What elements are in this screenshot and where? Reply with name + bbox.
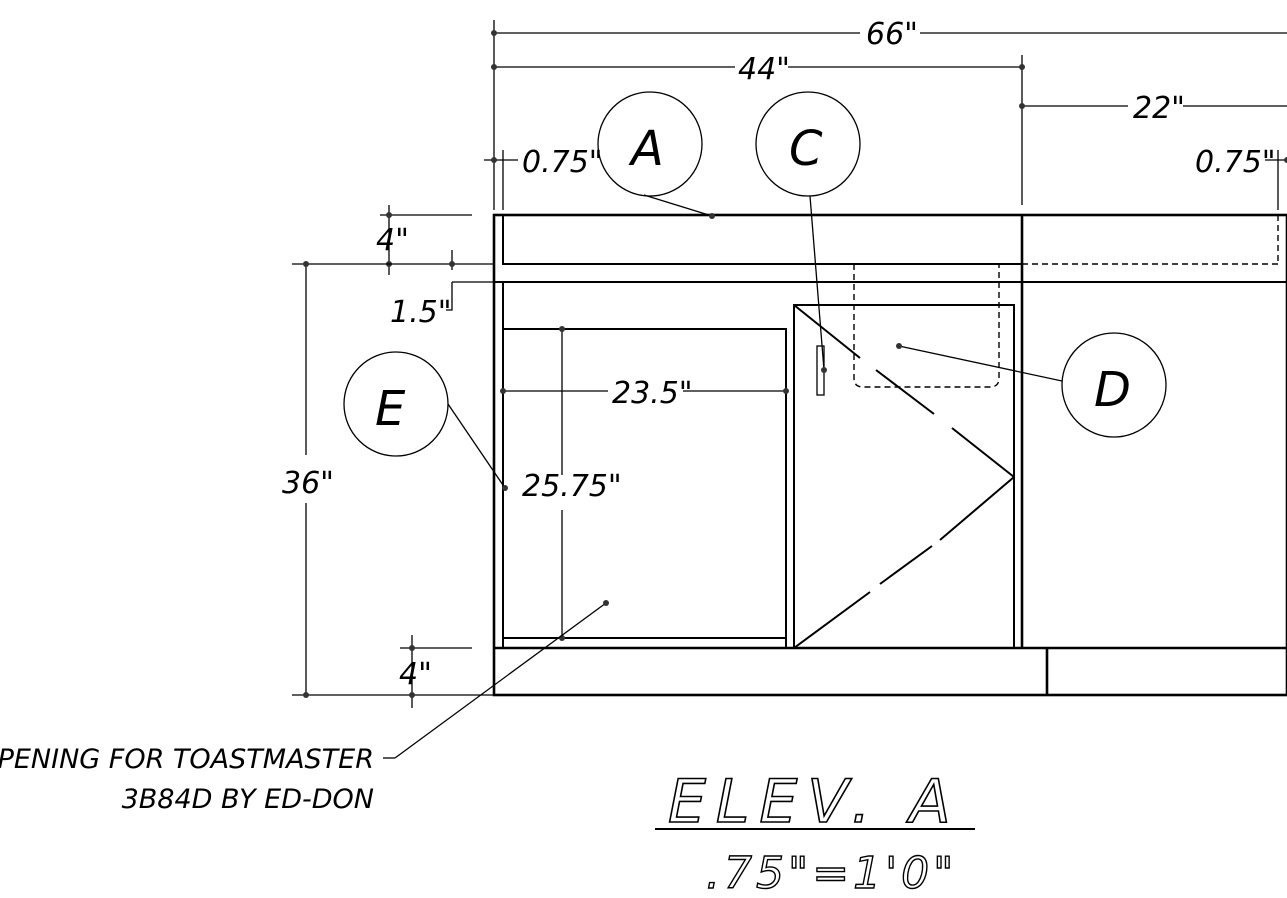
dim-label-4-bottom: 4"	[399, 657, 432, 692]
callout-e: E	[343, 351, 508, 491]
dim-label-235: 23.5"	[612, 376, 693, 411]
dim-lip: 1.5"	[292, 250, 494, 330]
dim-label-2575: 25.75"	[522, 469, 622, 504]
callout-d: D	[896, 332, 1167, 438]
dim-right-section: 22"	[1019, 91, 1287, 126]
callout-a: A	[597, 91, 715, 219]
dim-left-panel: 0.75"	[484, 145, 603, 210]
callout-c: C	[755, 91, 861, 373]
sink-bowl-hidden	[853, 264, 1000, 388]
callout-d-label: D	[1094, 362, 1131, 418]
dim-top-rail: 4"	[376, 205, 472, 275]
dim-label-left-075: 0.75"	[522, 145, 603, 180]
dim-label-66: 66"	[866, 17, 918, 52]
dim-toe-kick: 4"	[399, 635, 472, 708]
dim-left-section: 44"	[491, 52, 1025, 205]
opening-note-line1: OPENING FOR TOASTMASTER	[0, 744, 374, 775]
toaster-opening: 23.5" 25.75"	[500, 326, 789, 649]
elevation-scale: .75"=1'0"	[706, 848, 957, 898]
dim-overall-width: 66"	[491, 17, 1287, 210]
dim-right-panel: 0.75"	[1195, 145, 1287, 210]
dim-total-height: 36"	[282, 261, 494, 698]
dim-label-36: 36"	[282, 466, 334, 501]
dim-label-15: 1.5"	[390, 295, 452, 330]
callout-e-label: E	[375, 381, 406, 437]
dim-label-4-top: 4"	[376, 223, 409, 258]
cabinet-door	[793, 304, 1015, 649]
cabinet-outline	[492, 213, 1287, 697]
dim-label-44: 44"	[738, 52, 790, 87]
elevation-title: ELEV. A	[668, 767, 961, 837]
title-block: ELEV. A .75"=1'0"	[655, 766, 975, 898]
dim-label-22: 22"	[1133, 91, 1185, 126]
callout-c-label: C	[789, 121, 823, 177]
dim-label-right-075: 0.75"	[1195, 145, 1276, 180]
opening-note: OPENING FOR TOASTMASTER 3B84D BY ED-DON	[0, 600, 609, 815]
callout-a-label: A	[628, 121, 664, 177]
opening-note-line2: 3B84D BY ED-DON	[122, 784, 374, 815]
